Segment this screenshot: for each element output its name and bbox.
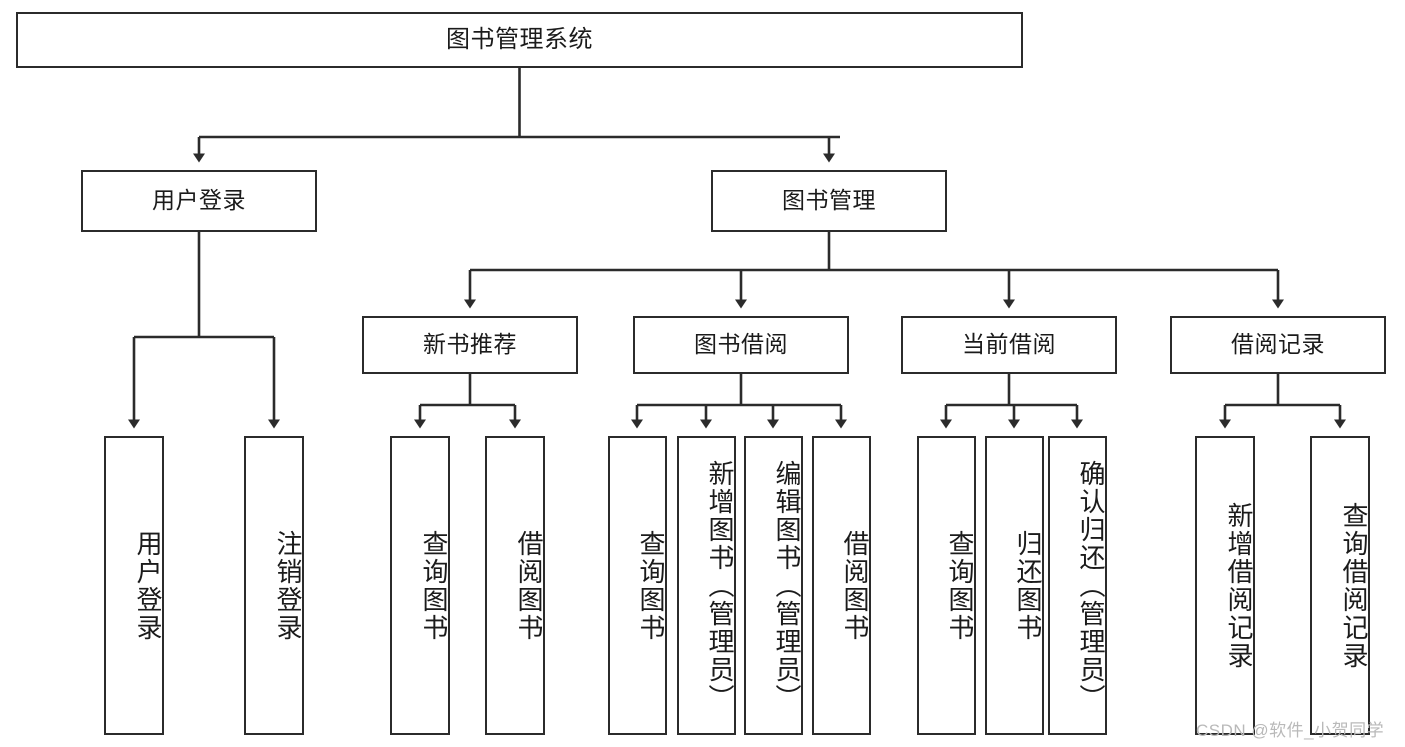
node-leaf-confirm-return-admin[interactable]: 确认归还（管理员） — [1048, 436, 1107, 735]
node-leaf-borrow-book-label: 借阅图书 — [840, 529, 870, 642]
node-leaf-edit-book-admin[interactable]: 编辑图书（管理员） — [744, 436, 803, 735]
node-leaf-query-book-rec[interactable]: 查询图书 — [390, 436, 450, 735]
node-root[interactable]: 图书管理系统 — [16, 12, 1023, 68]
node-borrow-record-label: 借阅记录 — [1231, 331, 1325, 358]
node-leaf-borrow-book-rec-label: 借阅图书 — [514, 529, 544, 642]
node-current-borrow-label: 当前借阅 — [962, 331, 1056, 358]
node-leaf-borrow-book[interactable]: 借阅图书 — [812, 436, 871, 735]
node-user-login[interactable]: 用户登录 — [81, 170, 317, 232]
node-leaf-confirm-return-admin-label: 确认归还（管理员） — [1076, 459, 1106, 712]
node-book-borrow-label: 图书借阅 — [694, 331, 788, 358]
node-book-borrow[interactable]: 图书借阅 — [633, 316, 849, 374]
node-leaf-add-borrow-record-label: 新增借阅记录 — [1224, 501, 1254, 670]
node-borrow-record[interactable]: 借阅记录 — [1170, 316, 1386, 374]
node-leaf-query-book-borrow-label: 查询图书 — [636, 529, 666, 642]
node-leaf-user-login[interactable]: 用户登录 — [104, 436, 164, 735]
node-leaf-query-book-borrow[interactable]: 查询图书 — [608, 436, 667, 735]
node-root-label: 图书管理系统 — [446, 25, 593, 53]
node-leaf-add-book-admin[interactable]: 新增图书（管理员） — [677, 436, 736, 735]
node-leaf-query-book-rec-label: 查询图书 — [419, 529, 449, 642]
csdn-watermark: CSDN @软件_小贺同学 — [1196, 716, 1384, 741]
node-leaf-query-book-current[interactable]: 查询图书 — [917, 436, 976, 735]
node-leaf-logout-login-label: 注销登录 — [273, 529, 303, 642]
node-leaf-return-book-label: 归还图书 — [1013, 529, 1043, 642]
node-book-manage-label: 图书管理 — [782, 187, 876, 214]
node-leaf-user-login-label: 用户登录 — [133, 529, 163, 642]
node-book-manage[interactable]: 图书管理 — [711, 170, 947, 232]
node-new-book-recommend-label: 新书推荐 — [423, 331, 517, 358]
node-leaf-logout-login[interactable]: 注销登录 — [244, 436, 304, 735]
node-leaf-edit-book-admin-label: 编辑图书（管理员） — [772, 459, 802, 712]
node-current-borrow[interactable]: 当前借阅 — [901, 316, 1117, 374]
node-leaf-borrow-book-rec[interactable]: 借阅图书 — [485, 436, 545, 735]
csdn-watermark-text: CSDN @软件_小贺同学 — [1196, 721, 1385, 740]
node-leaf-query-book-current-label: 查询图书 — [945, 529, 975, 642]
node-leaf-return-book[interactable]: 归还图书 — [985, 436, 1044, 735]
node-leaf-add-borrow-record[interactable]: 新增借阅记录 — [1195, 436, 1255, 735]
node-new-book-recommend[interactable]: 新书推荐 — [362, 316, 578, 374]
node-leaf-query-borrow-record-label: 查询借阅记录 — [1339, 501, 1369, 670]
node-leaf-add-book-admin-label: 新增图书（管理员） — [705, 459, 735, 712]
node-user-login-label: 用户登录 — [152, 187, 246, 214]
node-leaf-query-borrow-record[interactable]: 查询借阅记录 — [1310, 436, 1370, 735]
